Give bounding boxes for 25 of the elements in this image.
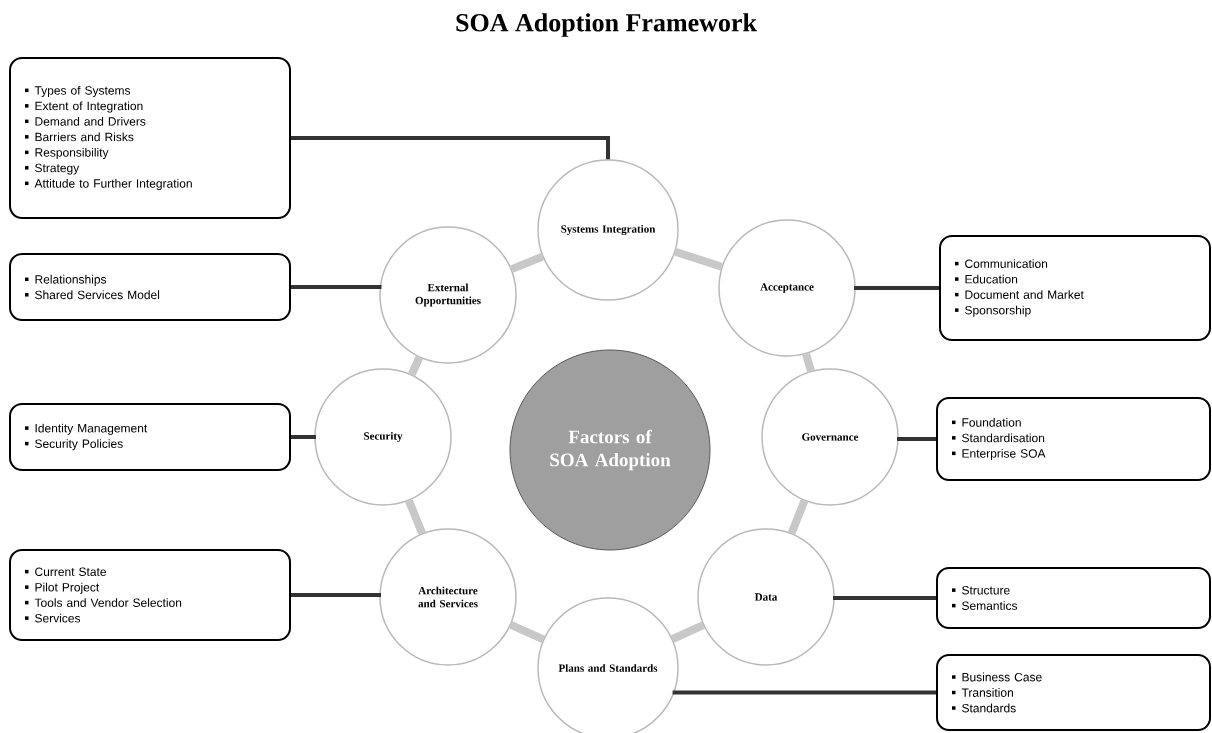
- title: SOA Adoption Framework: [456, 13, 757, 37]
- list-box: Relationships Shared Services Model: [9, 253, 291, 321]
- connector-line: [897, 437, 936, 441]
- ring-connector: [802, 352, 815, 373]
- list-box: Foundation Standardisation Enterprise SOA: [936, 397, 1211, 481]
- connector-line: [291, 593, 381, 597]
- list-box: Structure Semantics: [936, 567, 1211, 629]
- connector-line: [854, 286, 939, 290]
- ring-connector: [408, 355, 424, 377]
- connector-line: [672, 690, 936, 695]
- ring-connector: [405, 499, 426, 535]
- ring-connector: [670, 621, 705, 643]
- list-box: Communication Education Document and Market Sponsorship: [939, 235, 1211, 341]
- list-box: Types of Systems Extent of Integration Demand and Drivers Barriers and Risks Responsibility Strategy Attitude to Further Integration: [9, 57, 291, 219]
- connector-line: [291, 435, 316, 439]
- list-box: Identity Management Security Policies: [9, 403, 291, 471]
- ring-connector: [674, 248, 723, 271]
- ring-connector: [510, 252, 544, 273]
- list-box: Current State Pilot Project Tools and Vendor Selection Services: [9, 549, 291, 641]
- ring-connector: [787, 499, 809, 535]
- ring-connector: [509, 621, 545, 643]
- list-box: Business Case Transition Standards: [936, 654, 1211, 731]
- connector-line: [291, 285, 382, 289]
- connector-line: [833, 596, 936, 600]
- connector-line: [291, 136, 610, 160]
